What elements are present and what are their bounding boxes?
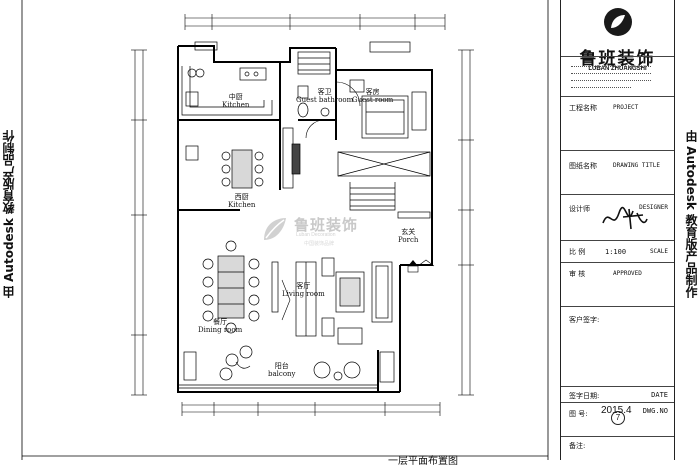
balcony-furniture bbox=[183, 345, 395, 383]
windows bbox=[178, 41, 411, 389]
room-en: Porch bbox=[398, 236, 419, 244]
watermark-sub: 中国装饰品牌 bbox=[304, 241, 335, 247]
room-en: Dining room bbox=[198, 326, 243, 334]
dining-table bbox=[202, 240, 279, 334]
room-cn: 客房 bbox=[365, 88, 380, 96]
brand-name-en: LUBAN ZHUANGSHI bbox=[588, 66, 647, 72]
living-room-sofa bbox=[295, 257, 393, 345]
brand-logo-icon bbox=[604, 8, 632, 36]
watermark-cn: 鲁班装饰 bbox=[294, 216, 359, 234]
door-swings bbox=[281, 81, 435, 321]
designer-label: 设计师 bbox=[569, 205, 590, 213]
room-label-guest-bath: 客卫 Guest bathroom bbox=[296, 88, 353, 104]
notes-label: 备注: bbox=[569, 442, 586, 450]
client-label: 客户签字: bbox=[569, 316, 600, 324]
approved-row: 审 核 APPROVED bbox=[561, 262, 674, 285]
signature-icon bbox=[602, 206, 648, 230]
guest-room-furniture bbox=[337, 79, 431, 219]
designer-row: 设计师 DESIGNER bbox=[561, 194, 674, 241]
date-tag: DATE bbox=[651, 391, 668, 399]
room-en: Kitchen bbox=[228, 201, 256, 209]
watermark-en: Luban Decoration bbox=[296, 232, 336, 238]
scale-tag: SCALE bbox=[649, 248, 668, 255]
project-label: 工程名称 bbox=[569, 104, 597, 112]
brand-name-cn: 鲁班装饰 bbox=[579, 49, 656, 69]
brand-watermark: 鲁班装饰 Luban Decoration 中国装饰品牌 bbox=[258, 212, 368, 247]
room-cn: 客卫 bbox=[317, 88, 332, 96]
room-cn: 玄关 bbox=[401, 228, 416, 236]
project-value: PROJECT bbox=[613, 104, 639, 111]
side-credit-right: 由 Autodesk 教育版产品制作 bbox=[684, 130, 698, 299]
client-row: 客户签字: bbox=[561, 306, 674, 359]
room-cn: 西厨 bbox=[234, 193, 249, 201]
scale-row: 比 例 1:100 SCALE bbox=[561, 240, 674, 263]
dwg-number: 7 bbox=[611, 411, 625, 425]
kitchen-island bbox=[185, 127, 301, 189]
drawing-title-row: 图纸名称 DRAWING TITLE bbox=[561, 150, 674, 195]
room-label-porch: 玄关 Porch bbox=[398, 228, 418, 244]
leaf-logo-icon bbox=[264, 218, 286, 240]
dwg-row: 图 号: DWG.NO 7 bbox=[561, 402, 674, 437]
address-block bbox=[561, 56, 674, 97]
room-en: Guest bathroom bbox=[296, 96, 354, 104]
approved-value: APPROVED bbox=[613, 270, 642, 277]
room-cn: 餐厅 bbox=[213, 318, 228, 326]
room-label-kitchen-west: 西厨 Kitchen bbox=[228, 193, 255, 209]
room-label-guest-room: 客房 Guest room bbox=[352, 88, 393, 104]
approved-label: 审 核 bbox=[569, 270, 586, 278]
north-arrow bbox=[407, 260, 419, 273]
room-cn: 客厅 bbox=[296, 282, 311, 290]
date-row: 签字日期: DATE 2015.4 bbox=[561, 386, 674, 416]
room-cn: 中厨 bbox=[228, 93, 243, 101]
project-row: 工程名称 PROJECT bbox=[561, 96, 674, 125]
bathroom-fixtures bbox=[297, 51, 331, 118]
drawing-label: 图纸名称 bbox=[569, 162, 597, 170]
drawing-frame bbox=[21, 0, 549, 460]
scale-value: 1:100 bbox=[605, 248, 627, 256]
room-en: Kitchen bbox=[222, 101, 250, 109]
room-cn: 阳台 bbox=[274, 362, 289, 370]
room-label-balcony: 阳台 balcony bbox=[268, 362, 296, 378]
dimension-lines bbox=[131, 14, 474, 416]
date-label: 签字日期: bbox=[569, 392, 600, 400]
room-label-living: 客厅 Living room bbox=[282, 282, 325, 298]
kitchen-counters bbox=[181, 66, 273, 116]
title-block: 鲁班装饰 LUBAN ZHUANGSHI 工程名称 PROJECT 图纸名称 D… bbox=[560, 0, 675, 460]
notes-row: 备注: bbox=[561, 436, 674, 461]
date-value: 2015.4 bbox=[601, 405, 632, 416]
drawing-value: DRAWING TITLE bbox=[613, 162, 660, 169]
room-label-kitchen-top: 中厨 Kitchen bbox=[222, 93, 249, 109]
designer-value: DESIGNER bbox=[639, 204, 668, 211]
dwg-label: 图 号: bbox=[569, 410, 588, 418]
dwg-tag: DWG.NO bbox=[642, 407, 668, 415]
scale-label: 比 例 bbox=[569, 248, 586, 256]
floor-plan bbox=[21, 0, 549, 460]
room-en: Living room bbox=[282, 290, 325, 298]
room-label-dining: 餐厅 Dining room bbox=[198, 318, 242, 334]
room-en: Guest room bbox=[352, 96, 394, 104]
room-en: balcony bbox=[268, 370, 296, 378]
